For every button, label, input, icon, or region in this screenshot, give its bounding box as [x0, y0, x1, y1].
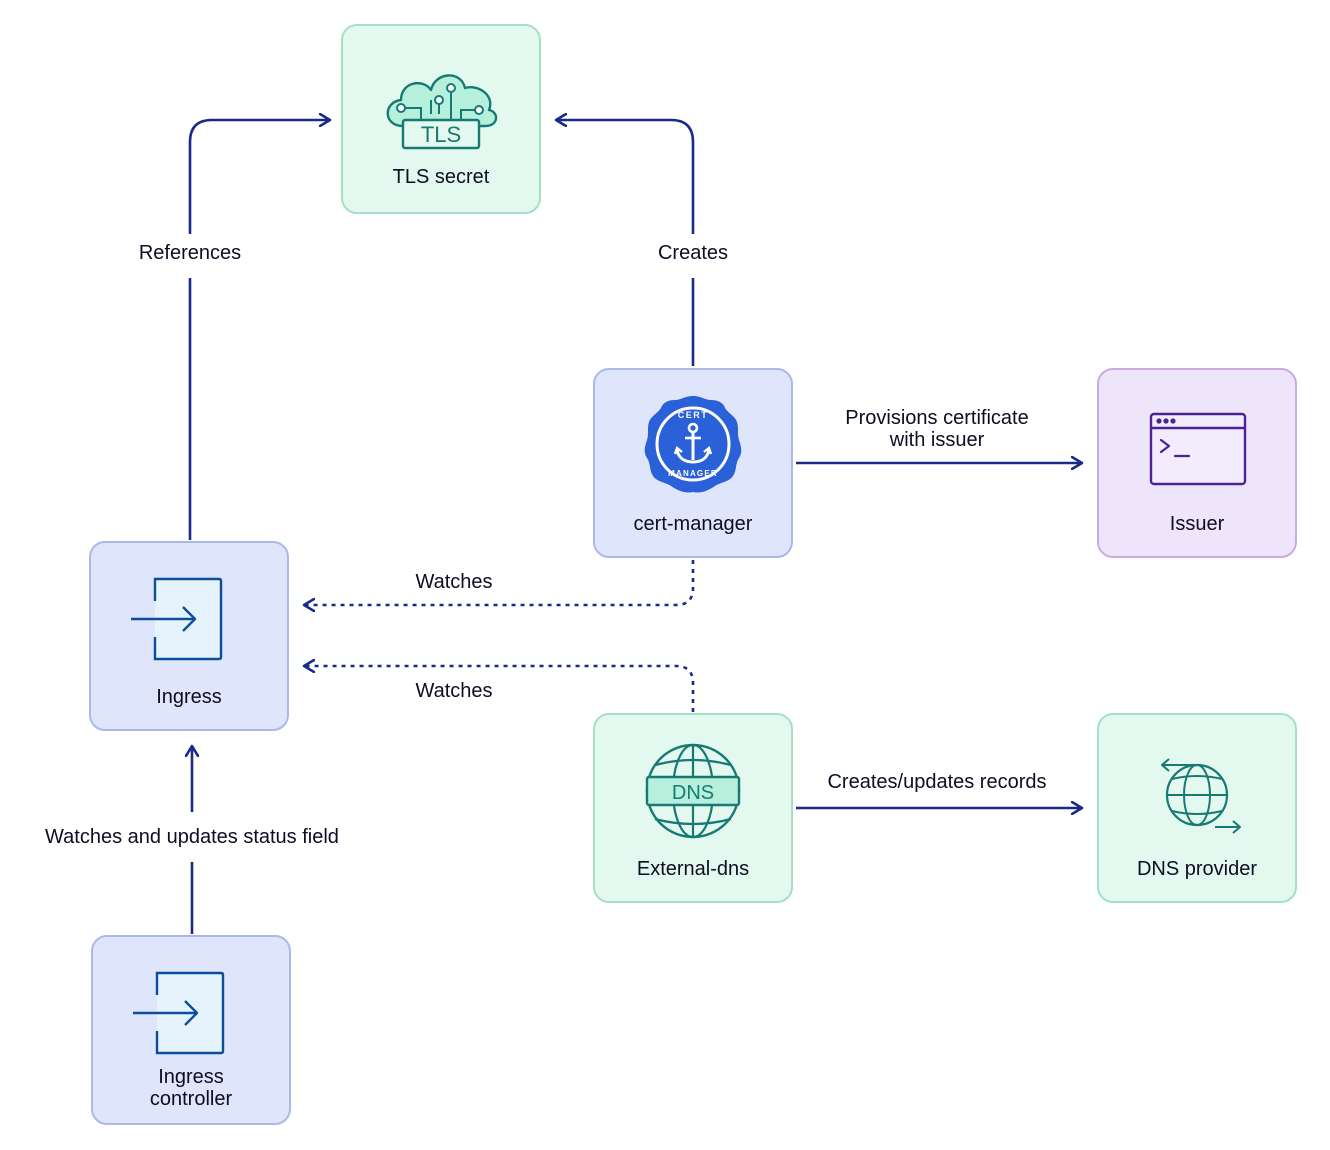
node-label-issuer: Issuer: [1169, 513, 1225, 535]
node-label-cert-manager: cert-manager: [633, 513, 753, 535]
edge-label-creates-records: Creates/updates records: [827, 771, 1047, 793]
node-cert-manager: CERT MANAGER cert-manager: [593, 368, 793, 558]
edge-label-creates: Creates: [657, 242, 729, 264]
edge-label-watches-updates: Watches and updates status field: [45, 826, 339, 848]
node-tls-secret: TLS TLS secret: [341, 24, 541, 214]
node-ingress-controller: Ingress controller: [91, 935, 291, 1125]
cert-badge-top-text: CERT: [678, 410, 709, 420]
node-label-ingress-controller-line2: controller: [149, 1088, 233, 1110]
ingress-sign-in-icon: [131, 577, 223, 661]
tls-icon-text: TLS: [421, 122, 461, 147]
edge-watches-cert: [304, 560, 695, 605]
edge-references: [188, 120, 330, 540]
node-label-dns-provider: DNS provider: [1136, 858, 1258, 880]
node-label-ingress-controller-line1: Ingress: [158, 1066, 224, 1088]
node-dns-provider: DNS provider: [1097, 713, 1297, 903]
edge-creates: [556, 120, 695, 366]
terminal-window-icon: [1149, 412, 1247, 486]
node-external-dns: DNS External-dns: [593, 713, 793, 903]
edge-label-watches-dns: Watches: [415, 680, 493, 702]
globe-sync-icon: [1161, 758, 1241, 834]
node-label-ingress-controller: Ingress controller: [93, 1066, 289, 1110]
cert-manager-badge-icon: CERT MANAGER: [644, 396, 742, 493]
node-ingress: Ingress: [89, 541, 289, 731]
edge-label-provisions-line2: with issuer: [889, 429, 985, 451]
node-label-ingress: Ingress: [156, 686, 222, 708]
dns-globe-icon: DNS: [645, 743, 741, 839]
edge-label-watches-cert: Watches: [415, 571, 493, 593]
edge-label-references: References: [138, 242, 242, 264]
edge-watches-dns: [304, 666, 695, 712]
node-label-external-dns: External-dns: [636, 858, 750, 880]
cert-badge-bottom-text: MANAGER: [668, 469, 718, 478]
edge-label-provisions-line1: Provisions certificate: [845, 407, 1029, 429]
ingress-controller-sign-in-icon: [133, 971, 225, 1055]
node-issuer: Issuer: [1097, 368, 1297, 558]
node-label-tls-secret: TLS secret: [392, 166, 490, 188]
tls-cloud-icon: TLS: [386, 74, 498, 150]
edge-label-provisions: Provisions certificate with issuer: [812, 407, 1062, 451]
dns-icon-text: DNS: [672, 782, 714, 804]
